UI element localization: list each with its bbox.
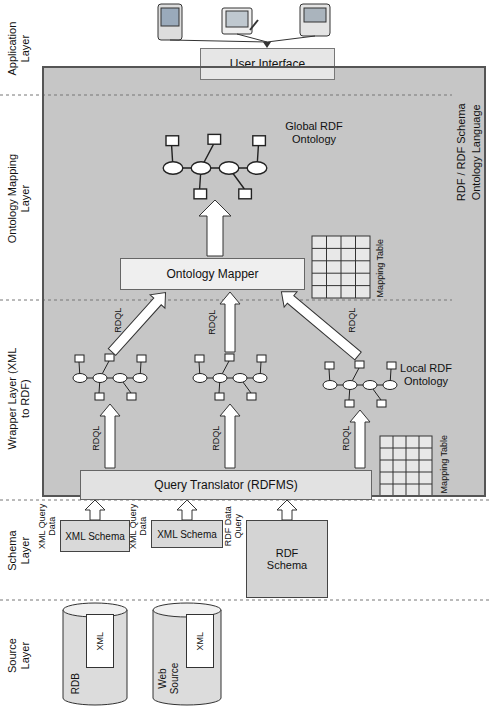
table-label: Mapping Table	[375, 235, 385, 301]
node-label: XML Schema	[65, 531, 125, 542]
database-cylinder: Web Source XML	[152, 602, 222, 706]
node-label: XML	[95, 616, 105, 666]
device-icons	[158, 4, 330, 48]
layer-label: Source Layer	[6, 625, 31, 685]
layer-label: Wrapper Layer (XML to RDF)	[6, 343, 31, 453]
panel-ground	[42, 66, 486, 497]
node-label: Ontology Mapper	[166, 267, 258, 281]
query-label: RDQL	[207, 305, 217, 339]
ontology-graph	[73, 134, 397, 407]
process-box: Query Translator (RDFMS)	[80, 470, 372, 500]
edge-label: XML Query Data	[127, 501, 148, 551]
interface-box: User Interface	[200, 48, 335, 80]
query-label: RDQL	[91, 421, 101, 455]
layer-separator	[0, 95, 489, 600]
database-cylinder: RDB XML	[62, 602, 128, 706]
schema-box: XML Schema	[60, 520, 130, 552]
document-icon: XML	[186, 614, 214, 668]
table-label: Mapping Table	[439, 432, 449, 496]
block-arrow	[177, 500, 197, 520]
node-label: Ontology Language	[470, 97, 483, 207]
layer-label: Ontology Mapping Layer	[6, 143, 31, 253]
node-label: User Interface	[230, 57, 305, 71]
block-arrow	[277, 500, 297, 520]
block-arrow	[85, 500, 105, 520]
framework-panel: RDF / RDF SchemaOntology LanguageOntolog…	[42, 66, 486, 497]
node-label: RDF Schema	[259, 547, 315, 571]
document-icon: XML	[86, 614, 114, 668]
edge-label: XML Query Data	[36, 501, 57, 551]
layer-label: Application Layer	[6, 8, 31, 88]
node-label: RDF / RDF Schema	[455, 97, 468, 207]
node-label: XML Schema	[157, 529, 217, 540]
node-label: RDB	[70, 669, 82, 699]
block-arrow	[100, 200, 370, 468]
query-label: RDQL	[347, 303, 357, 337]
query-label: RDQL	[113, 303, 123, 337]
schema-box: XML Schema	[151, 520, 223, 548]
node-label: Query Translator (RDFMS)	[154, 478, 297, 492]
schema-box: RDF Schema	[246, 520, 328, 598]
layer-label: Schema Layer	[6, 520, 31, 580]
query-label: RDQL	[341, 421, 351, 455]
edge-label: RDF Data Query	[222, 501, 243, 551]
query-label: RDQL	[211, 421, 221, 455]
process-box: Ontology Mapper	[120, 258, 305, 290]
node-label: Web Source	[157, 653, 180, 703]
node-label: XML	[195, 616, 205, 666]
ontology-label: Global RDF Ontology	[283, 120, 345, 145]
ontology-label: Local RDF Ontology	[400, 362, 452, 387]
